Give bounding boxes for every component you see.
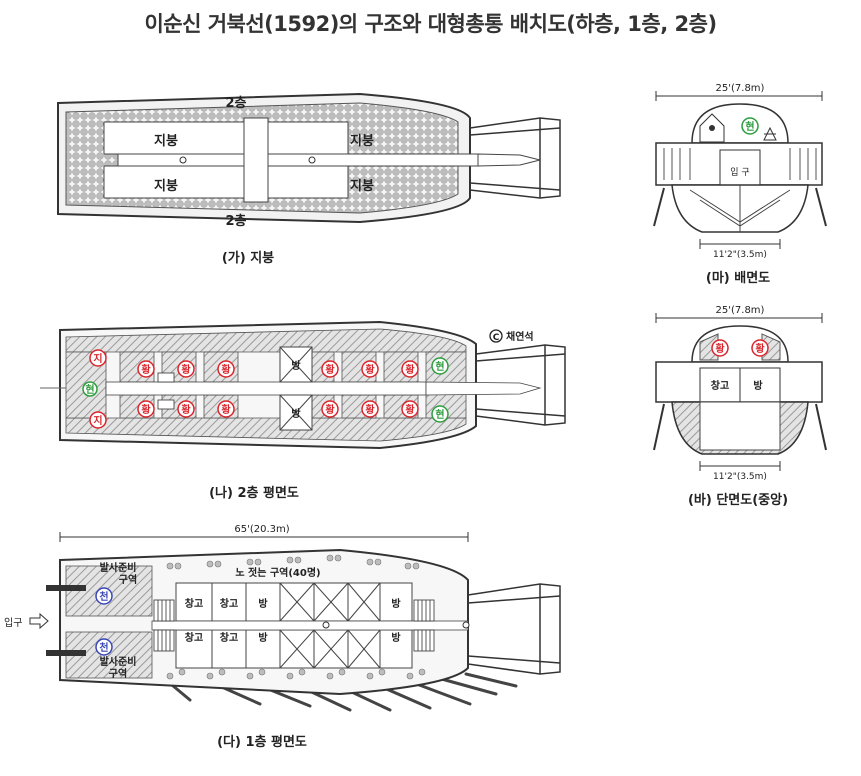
gun-cheon-bottom: 천 — [95, 638, 113, 656]
svg-text:황: 황 — [365, 363, 375, 376]
svg-text:현: 현 — [435, 360, 444, 373]
launch-area-top-line1: 발사준비 — [100, 561, 137, 574]
gun-ji-2: 지 — [89, 411, 107, 429]
svg-text:황: 황 — [141, 403, 151, 416]
rear-view: 25'(7.8m) 현 입 구 11'2"(3.5 — [653, 83, 827, 286]
section-view: 25'(7.8m) 황 황 창고 방 11'2"(3.5m) (바) 단면도(중… — [653, 305, 827, 508]
section-width-top: 25'(7.8m) — [716, 305, 765, 316]
svg-text:천: 천 — [99, 590, 108, 603]
storage-t2: 창고 — [220, 597, 238, 610]
svg-text:지: 지 — [93, 414, 102, 427]
rear-width-bottom: 11'2"(3.5m) — [713, 250, 767, 260]
gun-hyeon-bow: 현 — [82, 381, 98, 397]
launch-area-bottom-line2: 구역 — [109, 667, 127, 680]
gun-hwang-b2: 황 — [177, 400, 195, 418]
svg-text:현: 현 — [85, 383, 94, 396]
rear-entrance-label: 입 구 — [730, 166, 749, 178]
roof-caption: (가) 지붕 — [222, 251, 274, 266]
gun-hwang-t5: 황 — [361, 360, 379, 378]
svg-text:천: 천 — [99, 641, 108, 654]
room-t1: 방 — [258, 597, 268, 610]
copyright-name: 채연석 — [506, 330, 534, 343]
rear-width-top: 25'(7.8m) — [716, 83, 765, 94]
gun-hyeon-stern-1: 현 — [431, 357, 449, 375]
copyright-symbol: C — [493, 333, 500, 343]
svg-text:황: 황 — [405, 403, 415, 416]
svg-text:지: 지 — [93, 352, 102, 365]
svg-text:황: 황 — [141, 363, 151, 376]
gun-hwang-b1: 황 — [137, 400, 155, 418]
gun-cheon-top: 천 — [95, 587, 113, 605]
rear-gun-hyeon: 현 — [741, 117, 759, 135]
svg-text:황: 황 — [365, 403, 375, 416]
svg-text:황: 황 — [715, 342, 725, 355]
rowing-area-label: 노 젓는 구역(40명) — [235, 566, 320, 579]
svg-text:황: 황 — [181, 363, 191, 376]
page-title: 이순신 거북선(1592)의 구조와 대형총통 배치도(하층, 1층, 2층) — [144, 12, 717, 36]
launch-area-bottom-line1: 발사준비 — [100, 655, 137, 668]
svg-text:황: 황 — [181, 403, 191, 416]
roof-view: 2층 2층 지붕 지붕 지붕 지붕 (가) 지붕 — [57, 92, 561, 266]
launch-area-top-line2: 구역 — [119, 573, 137, 586]
storage-b2: 창고 — [220, 631, 238, 644]
svg-text:황: 황 — [405, 363, 415, 376]
floor2-caption: (나) 2층 평면도 — [209, 485, 299, 501]
gun-hyeon-stern-2: 현 — [431, 405, 449, 423]
floor2-room-bottom: 방 — [291, 407, 301, 420]
section-caption: (바) 단면도(중앙) — [688, 492, 788, 508]
gun-ji-1: 지 — [89, 349, 107, 367]
roof-label-br: 지붕 — [350, 179, 374, 194]
section-gun-hwang-1: 황 — [711, 339, 729, 357]
gun-hwang-t6: 황 — [401, 360, 419, 378]
entrance-arrow-icon — [29, 612, 49, 630]
roof-plate-tr — [267, 121, 349, 155]
roof-label-floor2-bottom: 2층 — [225, 213, 246, 229]
svg-text:현: 현 — [435, 408, 444, 421]
stern-frame — [469, 117, 561, 199]
room-b1: 방 — [258, 631, 268, 644]
section-storage-label: 창고 — [711, 379, 729, 392]
section-room-label: 방 — [753, 379, 763, 392]
storage-b1: 창고 — [185, 631, 203, 644]
svg-text:황: 황 — [221, 363, 231, 376]
gun-hwang-t4: 황 — [321, 360, 339, 378]
gun-hwang-b3: 황 — [217, 400, 235, 418]
svg-text:황: 황 — [325, 363, 335, 376]
rear-caption: (마) 배면도 — [706, 270, 770, 286]
storage-t1: 창고 — [185, 597, 203, 610]
roof-label-tl: 지붕 — [154, 134, 178, 149]
floor2-plan: 지 지 현 황 황 황 황 황 황 황 황 황 황 황 황 현 현 방 — [40, 320, 566, 501]
svg-text:황: 황 — [755, 342, 765, 355]
svg-text:황: 황 — [221, 403, 231, 416]
floor2-guns: 지 지 현 황 황 황 황 황 황 황 황 황 황 황 황 현 현 — [82, 349, 449, 429]
svg-text:황: 황 — [325, 403, 335, 416]
roof-label-floor2-top: 2층 — [225, 95, 246, 111]
room-b2: 방 — [391, 631, 401, 644]
gun-hwang-b6: 황 — [401, 400, 419, 418]
svg-text:현: 현 — [745, 120, 754, 133]
gun-hwang-t1: 황 — [137, 360, 155, 378]
gun-hwang-t2: 황 — [177, 360, 195, 378]
room-t2: 방 — [391, 597, 401, 610]
floor2-stern-frame — [475, 344, 566, 426]
section-width-bottom: 11'2"(3.5m) — [713, 472, 767, 482]
section-gun-hwang-2: 황 — [751, 339, 769, 357]
entrance-label: 입구 — [4, 616, 22, 629]
floor1-plan: 65'(20.3m) — [4, 524, 561, 750]
roof-bow-spine — [477, 153, 541, 167]
gun-hwang-t3: 황 — [217, 360, 235, 378]
floor1-caption: (다) 1층 평면도 — [217, 734, 307, 750]
gun-hwang-b5: 황 — [361, 400, 379, 418]
roof-cross-beam — [243, 117, 269, 203]
floor2-room-top: 방 — [291, 359, 301, 372]
gun-hwang-b4: 황 — [321, 400, 339, 418]
floor1-length-label: 65'(20.3m) — [234, 524, 289, 535]
roof-label-bl: 지붕 — [154, 179, 178, 194]
roof-plate-br — [267, 165, 349, 199]
roof-label-tr: 지붕 — [350, 134, 374, 149]
oar-ports — [166, 554, 426, 680]
roof-spine — [117, 153, 479, 167]
